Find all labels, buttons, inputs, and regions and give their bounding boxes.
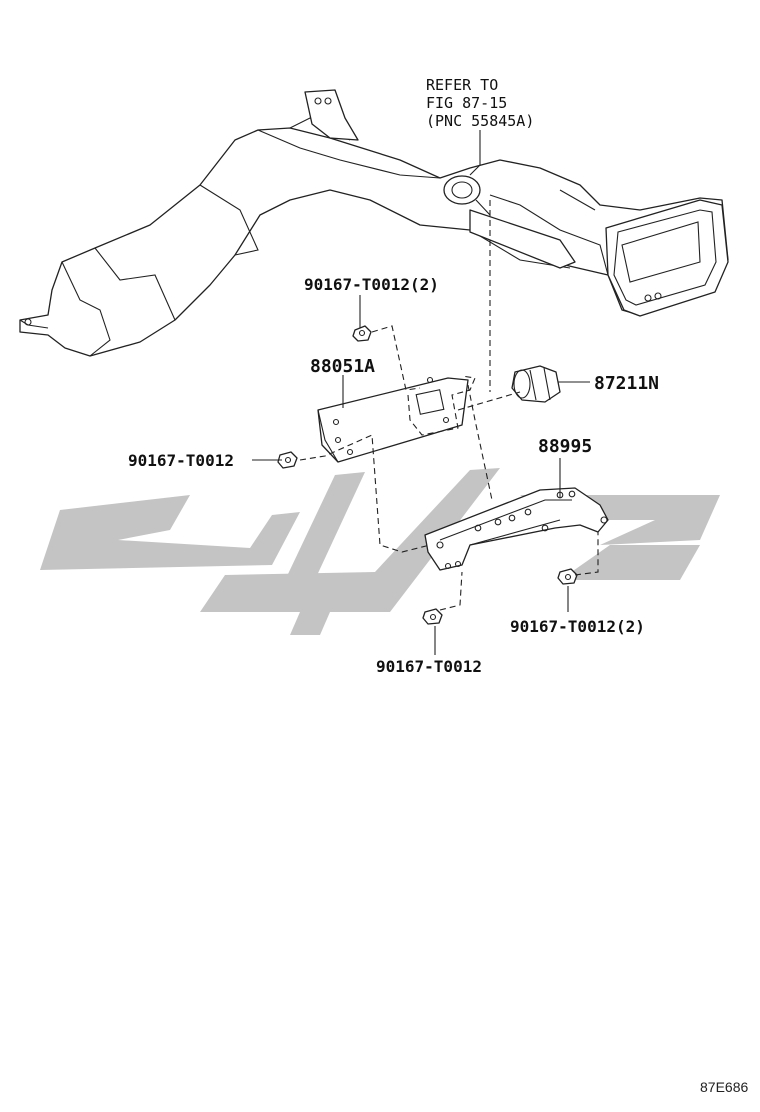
screw-right bbox=[557, 568, 578, 585]
screw-bottom bbox=[422, 608, 443, 625]
label-bracket: 88995 bbox=[538, 436, 592, 457]
label-screw-bottom: 90167-T0012 bbox=[376, 657, 482, 676]
assembly-lines bbox=[299, 200, 599, 611]
label-screw-right: 90167-T0012(2) bbox=[510, 617, 645, 636]
figure-code: 87E686 bbox=[700, 1079, 748, 1095]
refer-note-line1: REFER TO bbox=[426, 76, 498, 94]
label-screw-top: 90167-T0012(2) bbox=[304, 275, 439, 294]
label-module: 88051A bbox=[310, 356, 375, 377]
screw-top bbox=[352, 325, 372, 342]
temperature-sensor bbox=[511, 365, 561, 403]
air-duct bbox=[19, 89, 729, 357]
screw-left bbox=[277, 451, 298, 469]
refer-note-line3: (PNC 55845A) bbox=[426, 112, 534, 130]
aspirator-hose bbox=[469, 209, 576, 269]
label-screw-left: 90167-T0012 bbox=[128, 451, 234, 470]
control-module bbox=[317, 376, 469, 463]
watermark-logo bbox=[40, 468, 720, 635]
leader-lines bbox=[252, 130, 590, 655]
refer-note-line2: FIG 87-15 bbox=[426, 94, 507, 112]
bracket bbox=[424, 487, 609, 571]
label-sensor: 87211N bbox=[594, 373, 659, 394]
